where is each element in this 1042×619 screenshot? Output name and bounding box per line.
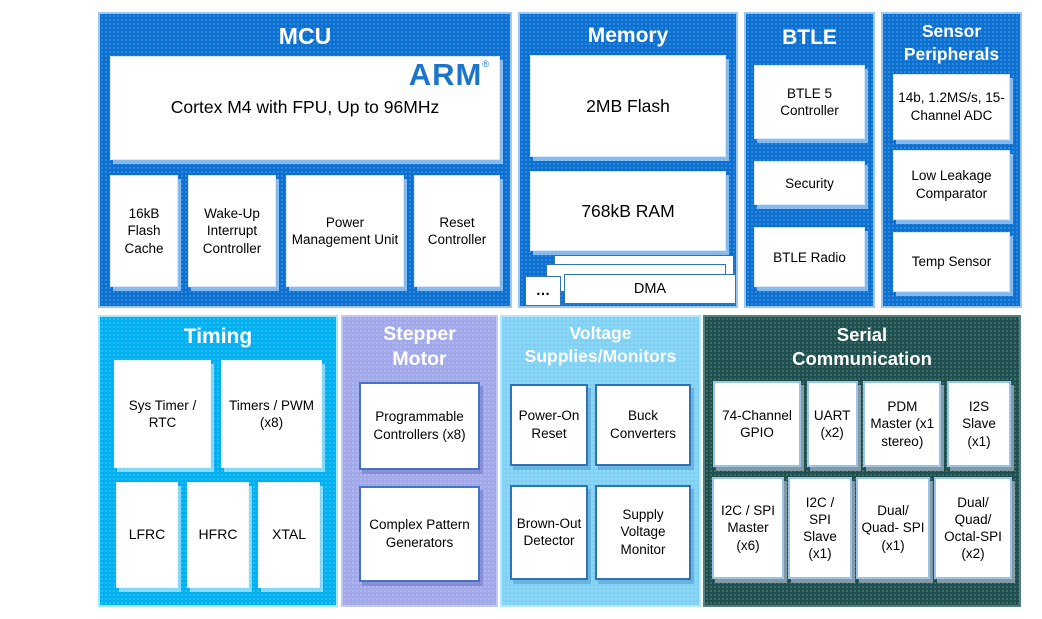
btle-title: BTLE (782, 26, 837, 49)
btle5-controller-box: BTLE 5 Controller (754, 65, 865, 140)
dma-ellipsis-box: … (525, 276, 561, 306)
power-on-reset-box: Power-On Reset (510, 383, 588, 466)
timing-block: Timing Sys Timer / RTC Timers / PWM (x8)… (98, 315, 338, 607)
programmable-controllers-box: Programmable Controllers (x8) (359, 381, 480, 470)
timing-row-1: Sys Timer / RTC Timers / PWM (x8) (114, 360, 322, 469)
mcu-sub-row: 16kB Flash Cache Wake-Up Interrupt Contr… (110, 174, 500, 287)
arm-logo: ARM® (409, 57, 489, 93)
lfrc-box: LFRC (116, 482, 178, 589)
voltage-row-2: Brown-Out Detector Supply Voltage Monito… (510, 484, 691, 580)
arm-logo-text: ARM (408, 56, 483, 92)
security-box: Security (754, 161, 865, 206)
dual-quad-octal-spi-box: Dual/ Quad/ Octal-SPI (x2) (934, 477, 1012, 580)
stepper-motor-block: Stepper Motor Programmable Controllers (… (341, 315, 498, 607)
timing-row-2: LFRC HFRC XTAL (116, 482, 320, 589)
timing-title: Timing (183, 325, 253, 348)
flash-cache-box: 16kB Flash Cache (110, 174, 178, 287)
temp-sensor-box: Temp Sensor (893, 231, 1010, 292)
arm-registered-mark: ® (482, 58, 489, 69)
dma-box: DMA (564, 274, 736, 304)
stepper-motor-title: Stepper Motor (383, 323, 456, 371)
serial-communication-block: Serial Communication 74-Channel GPIO UAR… (703, 315, 1021, 607)
reset-controller-box: Reset Controller (414, 174, 500, 287)
dual-quad-spi-box: Dual/ Quad- SPI (x1) (856, 477, 930, 580)
sensor-peripherals-title: Sensor Peripherals (903, 21, 1000, 64)
brown-out-detector-box: Brown-Out Detector (510, 484, 588, 580)
cortex-label: Cortex M4 with FPU, Up to 96MHz (170, 96, 440, 117)
voltage-row-1: Power-On Reset Buck Converters (510, 383, 691, 466)
uart-box: UART (x2) (806, 381, 858, 468)
gpio-box: 74-Channel GPIO (713, 381, 801, 468)
sys-timer-rtc-box: Sys Timer / RTC (114, 360, 211, 469)
complex-pattern-generators-box: Complex Pattern Generators (359, 485, 480, 582)
comparator-box: Low Leakage Comparator (893, 149, 1010, 220)
buck-converters-box: Buck Converters (595, 383, 691, 466)
adc-box: 14b, 1.2MS/s, 15-Channel ADC (893, 73, 1010, 140)
cpu-box: ARM® Cortex M4 with FPU, Up to 96MHz (110, 55, 500, 160)
voltage-supplies-block: Voltage Supplies/Monitors Power-On Reset… (500, 315, 701, 607)
i2c-spi-slave-box: I2C / SPI Slave (x1) (788, 477, 852, 580)
voltage-supplies-title: Voltage Supplies/Monitors (524, 323, 677, 366)
mcu-title: MCU (278, 23, 332, 49)
power-mgmt-box: Power Management Unit (286, 174, 404, 287)
i2s-slave-box: I2S Slave (x1) (946, 381, 1011, 468)
serial-row-2: I2C / SPI Master (x6) I2C / SPI Slave (x… (712, 477, 1012, 580)
i2c-spi-master-box: I2C / SPI Master (x6) (712, 477, 784, 580)
mcu-block: MCU ARM® Cortex M4 with FPU, Up to 96MHz… (98, 12, 512, 308)
timers-pwm-box: Timers / PWM (x8) (221, 360, 322, 469)
serial-communication-title: Serial Communication (792, 324, 932, 370)
pdm-master-box: PDM Master (x1 stereo) (863, 381, 942, 468)
sensor-peripherals-block: Sensor Peripherals 14b, 1.2MS/s, 15-Chan… (881, 12, 1022, 308)
flash-box: 2MB Flash (530, 55, 726, 158)
memory-block: Memory 2MB Flash 768kB RAM DMA … (518, 12, 738, 308)
supply-voltage-monitor-box: Supply Voltage Monitor (595, 484, 691, 580)
wakeup-interrupt-box: Wake-Up Interrupt Controller (188, 174, 276, 287)
btle-radio-box: BTLE Radio (754, 227, 865, 288)
btle-block: BTLE BTLE 5 Controller Security BTLE Rad… (744, 12, 875, 308)
hfrc-box: HFRC (187, 482, 249, 589)
serial-row-1: 74-Channel GPIO UART (x2) PDM Master (x1… (713, 381, 1011, 468)
memory-title: Memory (587, 24, 669, 47)
xtal-box: XTAL (258, 482, 320, 589)
ram-box: 768kB RAM (530, 171, 726, 252)
